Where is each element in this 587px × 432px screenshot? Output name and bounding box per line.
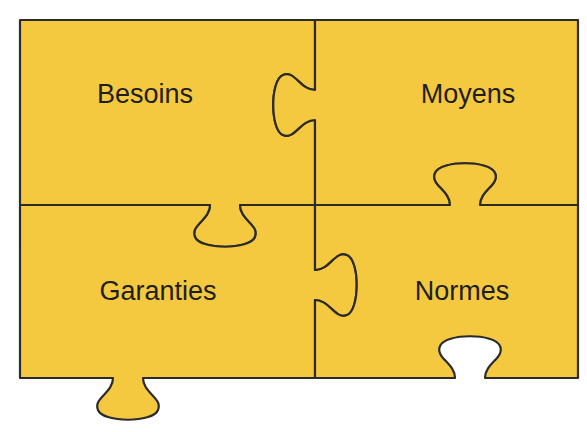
piece-outline [20,20,315,205]
piece-label: Garanties [99,277,216,307]
piece-label: Normes [415,277,510,307]
piece-shape [273,20,578,205]
piece-label: Moyens [421,80,516,110]
puzzle-piece: Besoins [20,20,315,205]
piece-label: Besoins [97,80,193,110]
puzzle-piece: Garanties [20,205,315,378]
piece-shape [315,163,578,378]
piece-shape [20,205,357,420]
puzzle-piece: Normes [315,205,578,378]
